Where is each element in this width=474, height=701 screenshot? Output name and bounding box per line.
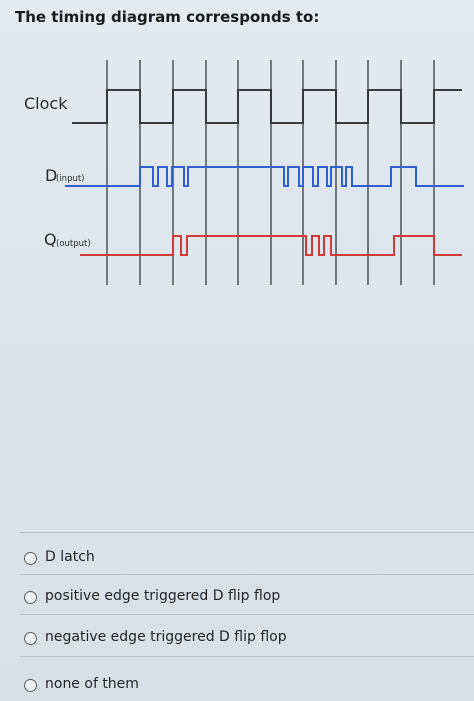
radio-button-icon[interactable]	[24, 632, 37, 645]
option-d-latch[interactable]: D latch	[20, 540, 469, 578]
d-input-sublabel: (input)	[56, 174, 85, 184]
q-output-waveform	[80, 235, 462, 256]
radio-button-icon[interactable]	[24, 591, 37, 604]
option-divider	[20, 532, 474, 533]
clock-label: Clock	[24, 94, 68, 113]
option-none-of-them[interactable]: none of them	[20, 667, 469, 701]
option-label: negative edge triggered D flip flop	[45, 629, 287, 645]
option-label: positive edge triggered D flip flop	[45, 588, 281, 604]
d-input-signal	[65, 166, 464, 187]
q-output-label: Q	[44, 230, 57, 249]
option-label: D latch	[45, 549, 95, 565]
question-text: The timing diagram corresponds to:	[15, 8, 320, 26]
d-input-waveform	[65, 166, 464, 187]
option-divider	[20, 614, 474, 615]
q-output-sublabel: (output)	[56, 239, 91, 249]
option-label: none of them	[45, 676, 139, 692]
radio-button-icon[interactable]	[24, 679, 37, 692]
clock-signal	[72, 89, 462, 124]
option-positive-edge-d-flip-flop[interactable]: positive edge triggered D flip flop	[20, 579, 469, 617]
option-divider	[20, 656, 474, 657]
timing-diagram: Clock D (input) Q (output)	[24, 60, 464, 285]
clock-waveform	[72, 89, 462, 124]
radio-button-icon[interactable]	[24, 552, 37, 565]
d-input-label: D	[45, 166, 57, 185]
q-output-signal	[80, 235, 462, 256]
option-divider	[20, 574, 474, 575]
option-negative-edge-d-flip-flop[interactable]: negative edge triggered D flip flop	[20, 620, 469, 658]
